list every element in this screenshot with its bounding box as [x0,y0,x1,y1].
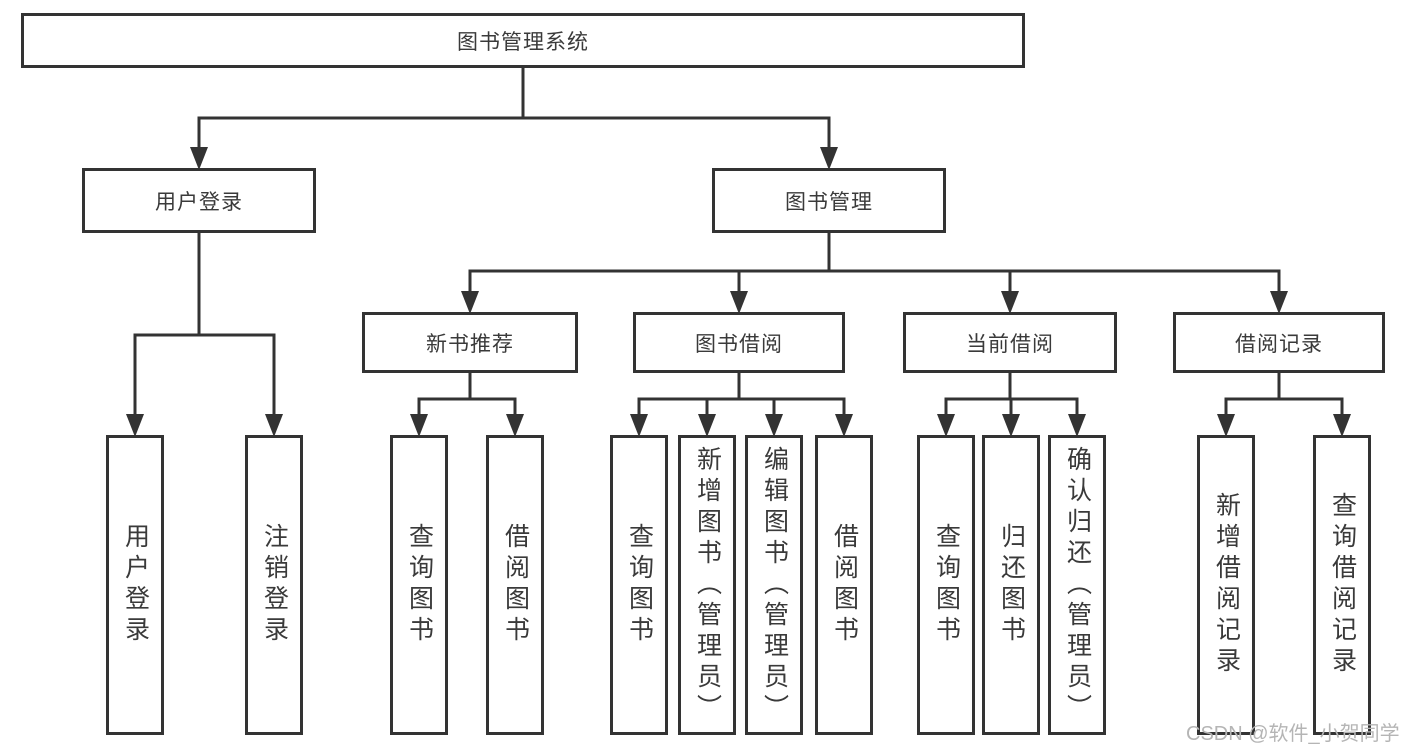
node-label-leaf-query-book-2: 查询图书 [625,523,654,647]
node-label-borrow-records: 借阅记录 [1235,332,1323,356]
node-label-leaf-logout: 注销登录 [260,523,289,647]
node-label-leaf-edit-book: 编辑图书（管理员） [760,445,789,725]
arrowhead-icon [126,414,144,437]
node-label-leaf-user-login: 用户登录 [121,523,150,647]
node-leaf-confirm-return: 确认归还（管理员） [1048,435,1106,735]
node-leaf-query-book-3: 查询图书 [917,435,975,735]
node-label-leaf-add-book: 新增图书（管理员） [693,445,722,725]
node-label-leaf-query-borrow-record: 查询借阅记录 [1328,492,1357,678]
arrowhead-icon [1333,414,1351,437]
node-label-leaf-confirm-return: 确认归还（管理员） [1063,445,1092,725]
arrowhead-icon [1270,291,1288,314]
arrowhead-icon [190,147,208,170]
node-leaf-edit-book: 编辑图书（管理员） [745,435,803,735]
node-label-new-book-recommend: 新书推荐 [426,332,514,356]
node-leaf-logout: 注销登录 [245,435,303,735]
node-label-leaf-query-book-1: 查询图书 [405,523,434,647]
node-leaf-borrow-book-2: 借阅图书 [815,435,873,735]
node-user-login: 用户登录 [82,168,316,233]
node-borrow-records: 借阅记录 [1173,312,1385,373]
arrowhead-icon [265,414,283,437]
arrowhead-icon [506,414,524,437]
arrowhead-icon [1068,414,1086,437]
arrowhead-icon [835,414,853,437]
arrowhead-icon [410,414,428,437]
node-book-management: 图书管理 [712,168,946,233]
arrowhead-icon [730,291,748,314]
node-label-leaf-return-book: 归还图书 [997,523,1026,647]
node-leaf-borrow-book-1: 借阅图书 [486,435,544,735]
arrowhead-icon [698,414,716,437]
node-new-book-recommend: 新书推荐 [362,312,578,373]
node-leaf-query-book-2: 查询图书 [610,435,668,735]
node-current-borrow: 当前借阅 [903,312,1117,373]
node-label-leaf-borrow-book-1: 借阅图书 [501,523,530,647]
node-label-user-login: 用户登录 [155,190,243,214]
arrowhead-icon [1002,414,1020,437]
node-leaf-query-book-1: 查询图书 [390,435,448,735]
node-book-borrow: 图书借阅 [633,312,845,373]
node-leaf-return-book: 归还图书 [982,435,1040,735]
arrowhead-icon [820,147,838,170]
arrowhead-icon [765,414,783,437]
node-leaf-add-book: 新增图书（管理员） [678,435,736,735]
node-leaf-query-borrow-record: 查询借阅记录 [1313,435,1371,735]
node-label-current-borrow: 当前借阅 [966,332,1054,356]
node-leaf-add-borrow-record: 新增借阅记录 [1197,435,1255,735]
node-label-root: 图书管理系统 [457,30,589,54]
arrowhead-icon [630,414,648,437]
node-label-book-borrow: 图书借阅 [695,332,783,356]
arrowhead-icon [461,291,479,314]
node-label-leaf-borrow-book-2: 借阅图书 [830,523,859,647]
arrowhead-icon [1001,291,1019,314]
arrowhead-icon [1217,414,1235,437]
node-label-book-management: 图书管理 [785,190,873,214]
node-label-leaf-query-book-3: 查询图书 [932,523,961,647]
node-label-leaf-add-borrow-record: 新增借阅记录 [1212,492,1241,678]
arrowhead-icon [937,414,955,437]
node-leaf-user-login: 用户登录 [106,435,164,735]
node-root: 图书管理系统 [21,13,1025,68]
